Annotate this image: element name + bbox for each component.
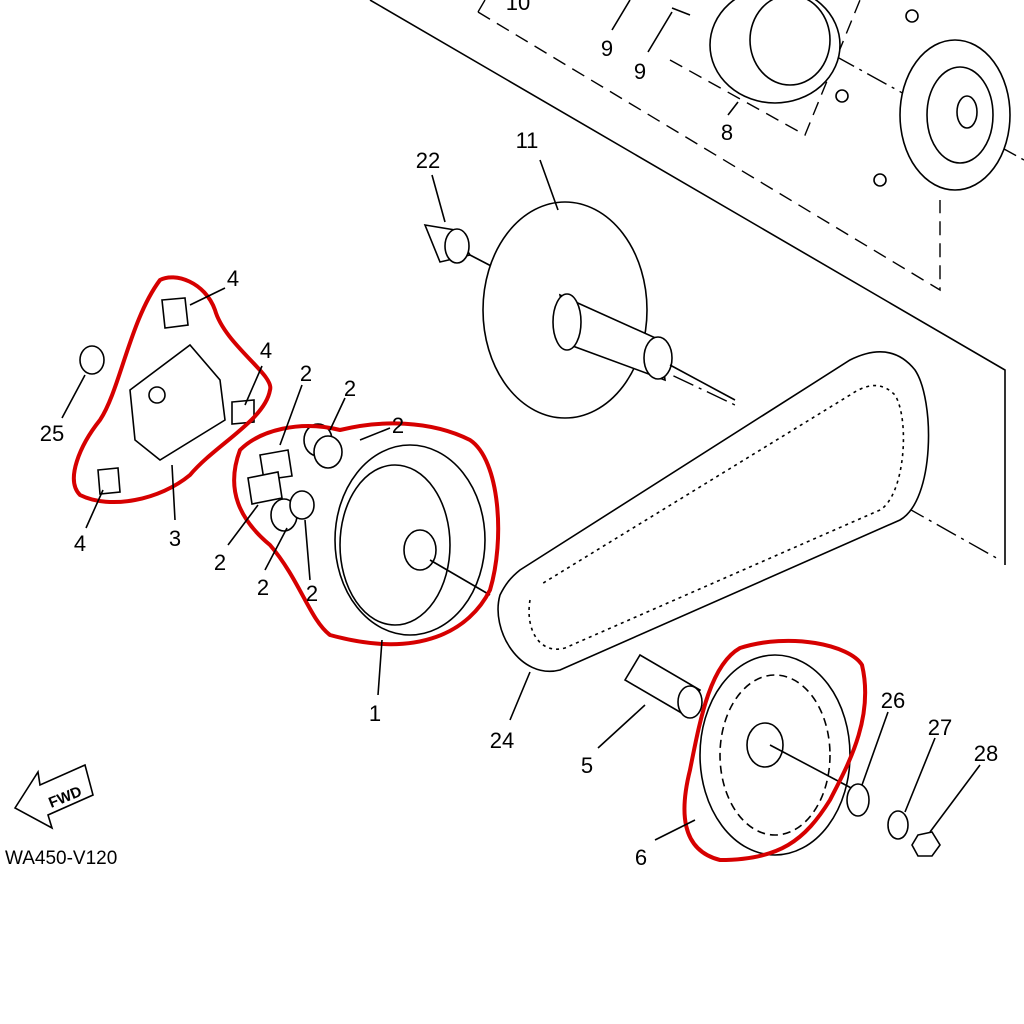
- collar: [623, 653, 703, 719]
- callout-26: 26: [881, 688, 905, 713]
- diagram-code: WA450-V120: [5, 848, 117, 869]
- callout-28: 28: [974, 741, 998, 766]
- nut: [911, 831, 941, 857]
- callout-2: 2: [392, 413, 404, 438]
- v-belt: [497, 351, 930, 673]
- callout-3: 3: [169, 526, 181, 551]
- leader-lines: [61, 0, 981, 841]
- needle-bearing: [423, 223, 496, 269]
- weight-rollers: [247, 423, 343, 532]
- clutch-housing: [835, 9, 1011, 191]
- clutch-shoe-assembly: [671, 0, 841, 104]
- callout-24: 24: [490, 728, 514, 753]
- callout-11: 11: [516, 128, 539, 153]
- callout-2: 2: [344, 376, 356, 401]
- callout-6: 6: [635, 845, 647, 870]
- callout-8: 8: [721, 120, 733, 145]
- highlight-cam-plate: [71, 275, 273, 505]
- spring-washer: [887, 810, 909, 840]
- callout-27: 27: [928, 715, 952, 740]
- callout-9: 9: [634, 59, 646, 84]
- callout-10: 10: [506, 0, 530, 15]
- assembly-bracket: [477, 0, 941, 292]
- highlight-primary-sheave: [232, 421, 501, 647]
- callout-2: 2: [300, 361, 312, 386]
- forward-arrow-icon: FWD: [13, 763, 94, 830]
- callout-4: 4: [74, 531, 86, 556]
- cam-plate: [79, 297, 255, 495]
- callout-2: 2: [306, 581, 318, 606]
- highlight-fan-pulley: [682, 638, 868, 862]
- washer: [846, 783, 870, 817]
- callout-2: 2: [257, 575, 269, 600]
- secondary-sheave: [482, 201, 736, 419]
- callout-4: 4: [260, 338, 272, 363]
- primary-sheave: [334, 444, 491, 636]
- housing-outline: [369, 0, 1006, 565]
- callout-4: 4: [227, 266, 239, 291]
- callout-25: 25: [40, 421, 64, 446]
- fan-pulley: [699, 654, 856, 856]
- callout-9: 9: [601, 36, 613, 61]
- clutch-bracket: [669, 0, 861, 136]
- callout-1: 1: [369, 701, 381, 726]
- callout-2: 2: [214, 550, 226, 575]
- callout-5: 5: [581, 753, 593, 778]
- callout-22: 22: [416, 148, 440, 173]
